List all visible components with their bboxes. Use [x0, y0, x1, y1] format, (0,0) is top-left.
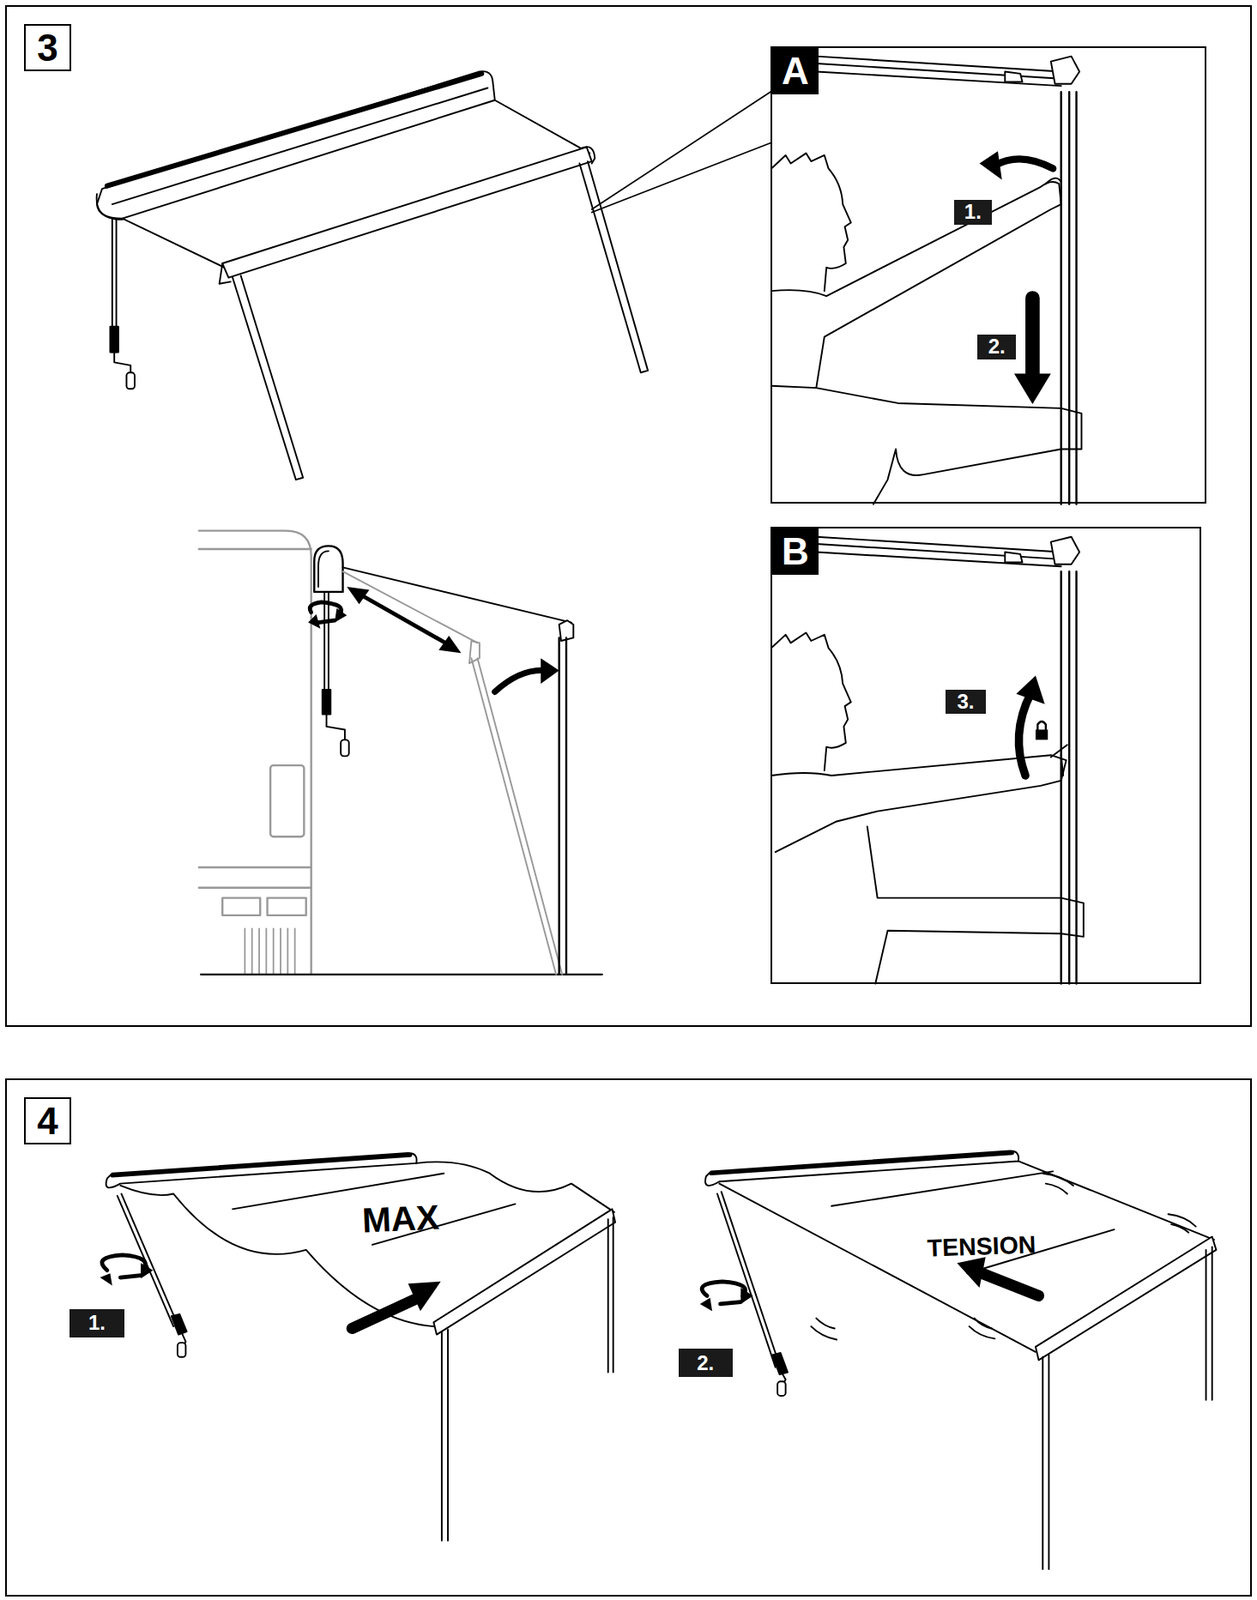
step-panel: 4 1. 2.: [5, 1078, 1252, 1597]
detail-letter: A: [772, 48, 819, 95]
step-panel: 3A 1. 2. B 3.: [5, 5, 1252, 1028]
step-number: 3: [24, 24, 72, 72]
person-figure-b: [771, 537, 1084, 985]
step-badge: 1.: [954, 199, 992, 225]
instruction-label: TENSION: [926, 1230, 1037, 1263]
awning-perspective: [96, 71, 771, 480]
callout-number: 3.: [956, 691, 974, 713]
detail-box: A 1. 2.: [770, 46, 1207, 505]
instruction-label: MAX: [361, 1197, 441, 1242]
person-figure-a: [771, 56, 1082, 505]
side-view: [199, 531, 603, 975]
callout-number: 1.: [964, 201, 982, 223]
step-number: 4: [24, 1097, 72, 1145]
awning-tensioned: [700, 1151, 1217, 1571]
detail-letter: B: [772, 528, 819, 575]
callout-number: 2.: [696, 1353, 714, 1374]
step-badge: 2.: [678, 1348, 733, 1378]
callout-number: 2.: [988, 336, 1006, 357]
step-badge: 1.: [69, 1309, 125, 1338]
step-badge: 3.: [945, 689, 986, 715]
awning-extended-max: [100, 1153, 617, 1542]
step-badge: 2.: [977, 334, 1016, 360]
detail-box: B 3.: [770, 526, 1202, 986]
callout-number: 1.: [88, 1312, 106, 1334]
